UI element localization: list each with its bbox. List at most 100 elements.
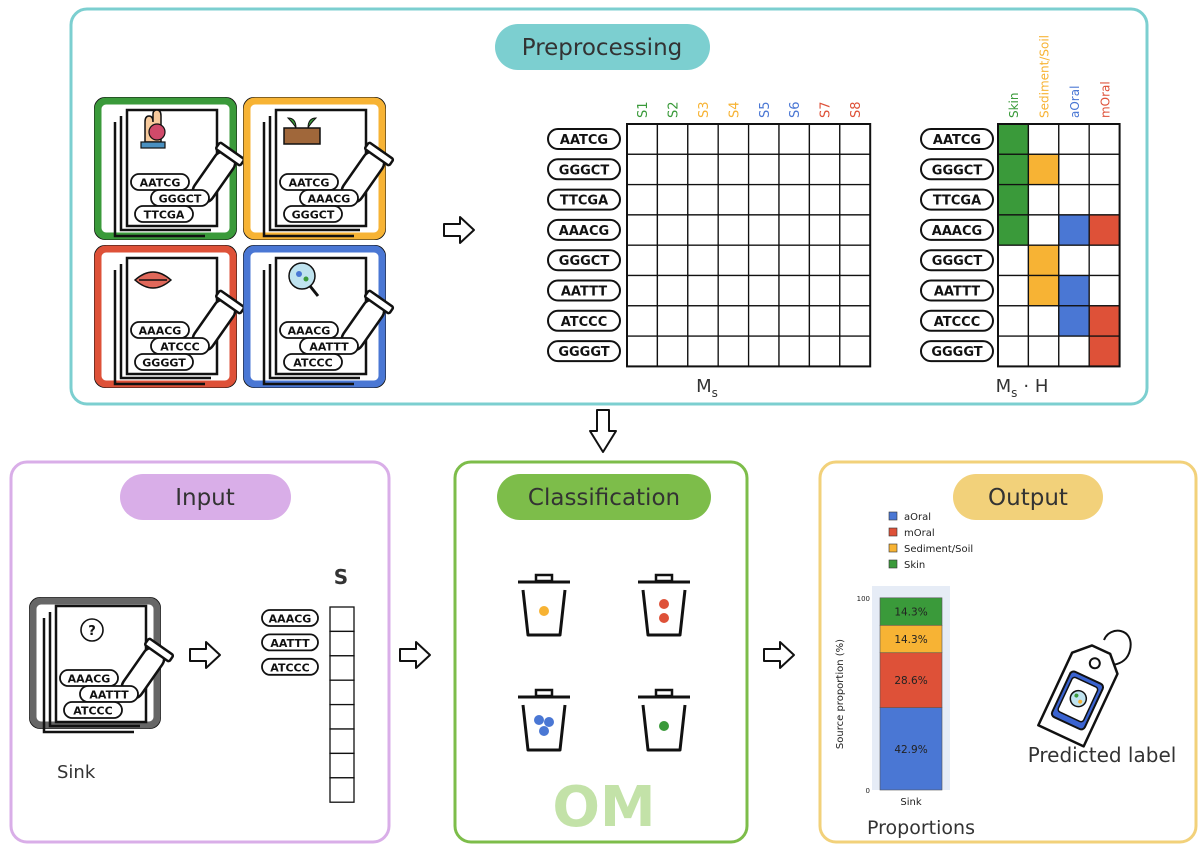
bin-dot [659, 721, 669, 731]
ms-column-label: S4 [727, 101, 742, 118]
row-label: GGGCT [559, 163, 610, 178]
ms-matrix-label: Ms [696, 376, 718, 400]
msh-matrix: AATCGGGGCTTTCGAAAACGGGGCTAATTTATCCCGGGGT… [920, 35, 1121, 368]
ms-cell [626, 274, 659, 307]
ms-cell [626, 214, 659, 246]
preprocessing-title: Preprocessing [522, 35, 683, 61]
classification-panel: Classification OM [453, 460, 749, 844]
ms-column-label: S5 [758, 101, 773, 118]
bin-icon [638, 573, 690, 637]
bin-dot [534, 715, 544, 725]
ms-cell [656, 123, 689, 155]
bar-segment [879, 652, 943, 708]
bar-data-label: 42.9% [894, 744, 927, 756]
bar-segment [879, 597, 943, 626]
row-label: ATCCC [934, 315, 981, 330]
ms-cell [656, 214, 689, 246]
msh-cell [1058, 153, 1090, 186]
s-vector-cell [329, 655, 355, 681]
down-arrow-icon [589, 409, 617, 453]
ms-cell [778, 183, 811, 216]
ms-cell [808, 274, 841, 307]
ms-column-label: S2 [667, 101, 682, 118]
row-label: GGGGT [558, 345, 609, 360]
ms-cell [717, 335, 750, 368]
ms-cell [687, 153, 719, 186]
row-label: ATCCC [561, 315, 608, 330]
ms-cell [839, 335, 871, 368]
ms-cell [626, 183, 659, 216]
msh-column-label: mOral [1098, 81, 1112, 118]
ms-cell [687, 274, 719, 307]
msh-cell [1027, 274, 1060, 307]
ms-cell [687, 214, 719, 246]
bar-data-label: 28.6% [894, 675, 927, 687]
ms-cell [687, 335, 719, 368]
msh-cell [997, 244, 1030, 277]
s-vector-row-label: ATCCC [270, 661, 309, 674]
msh-cell [997, 305, 1030, 337]
ms-cell [747, 274, 780, 307]
msh-cell [1088, 183, 1121, 216]
msh-column-label: Skin [1007, 92, 1021, 118]
ms-column-label: S8 [849, 101, 864, 118]
legend-swatch [888, 543, 898, 553]
ms-cell [747, 335, 780, 368]
ms-cell [717, 305, 750, 337]
msh-cell [1027, 335, 1060, 368]
sample-seq: ATCCC [293, 357, 332, 370]
msh-cell [1088, 274, 1121, 307]
ms-column-label: S7 [819, 101, 834, 118]
hand-icon [140, 109, 166, 149]
sample-seq: GGGCT [159, 193, 202, 206]
msh-cell [1088, 123, 1121, 155]
bin-dot [544, 717, 554, 727]
msh-cell [1058, 183, 1090, 216]
ms-cell [808, 183, 841, 216]
classification-title: Classification [528, 485, 680, 511]
ms-cell [778, 244, 811, 277]
sample-seq: ATCCC [160, 341, 199, 354]
sink-label: Sink [57, 762, 96, 783]
ms-cell [626, 123, 659, 155]
sample-cards: AATCGGGGCTTTCGAAATCGAAACGGGGCTAAACGATCCC… [94, 97, 395, 388]
s-vector-cell [329, 606, 355, 633]
ms-cell [626, 335, 659, 368]
msh-cell [1088, 214, 1121, 246]
ms-cell [808, 153, 841, 186]
ms-cell [778, 153, 811, 186]
classification-title-pill [497, 474, 711, 520]
msh-cell [997, 274, 1030, 307]
s-vector-cell [329, 630, 355, 657]
sample-seq: GGGCT [292, 209, 335, 222]
ms-cell [747, 153, 780, 186]
ms-cell [717, 244, 750, 277]
sample-seq: AAACG [308, 193, 351, 206]
msh-cell [1088, 305, 1121, 337]
ms-column-label: S1 [636, 101, 651, 118]
msh-cell [997, 214, 1030, 246]
ms-cell [687, 123, 719, 155]
om-watermark: OM [552, 775, 655, 840]
bar-data-label: 14.3% [894, 607, 927, 619]
msh-cell [997, 123, 1030, 155]
sink-seq: AAACG [68, 673, 111, 686]
to-output-arrow-icon [763, 641, 795, 669]
x-tick-label: Sink [900, 797, 921, 808]
msh-column-label: aOral [1068, 86, 1082, 118]
msh-cell [997, 183, 1030, 216]
msh-cell [1027, 214, 1060, 246]
bar-data-label: 14.3% [894, 634, 927, 646]
to-classification-arrow-icon [399, 641, 431, 669]
ms-cell [747, 214, 780, 246]
ms-column-label: S6 [788, 101, 803, 118]
ms-cell [626, 153, 659, 186]
legend-swatch [888, 559, 898, 569]
msh-cell [1058, 305, 1090, 337]
svg-text:?: ? [88, 624, 96, 639]
ms-cell [656, 335, 689, 368]
